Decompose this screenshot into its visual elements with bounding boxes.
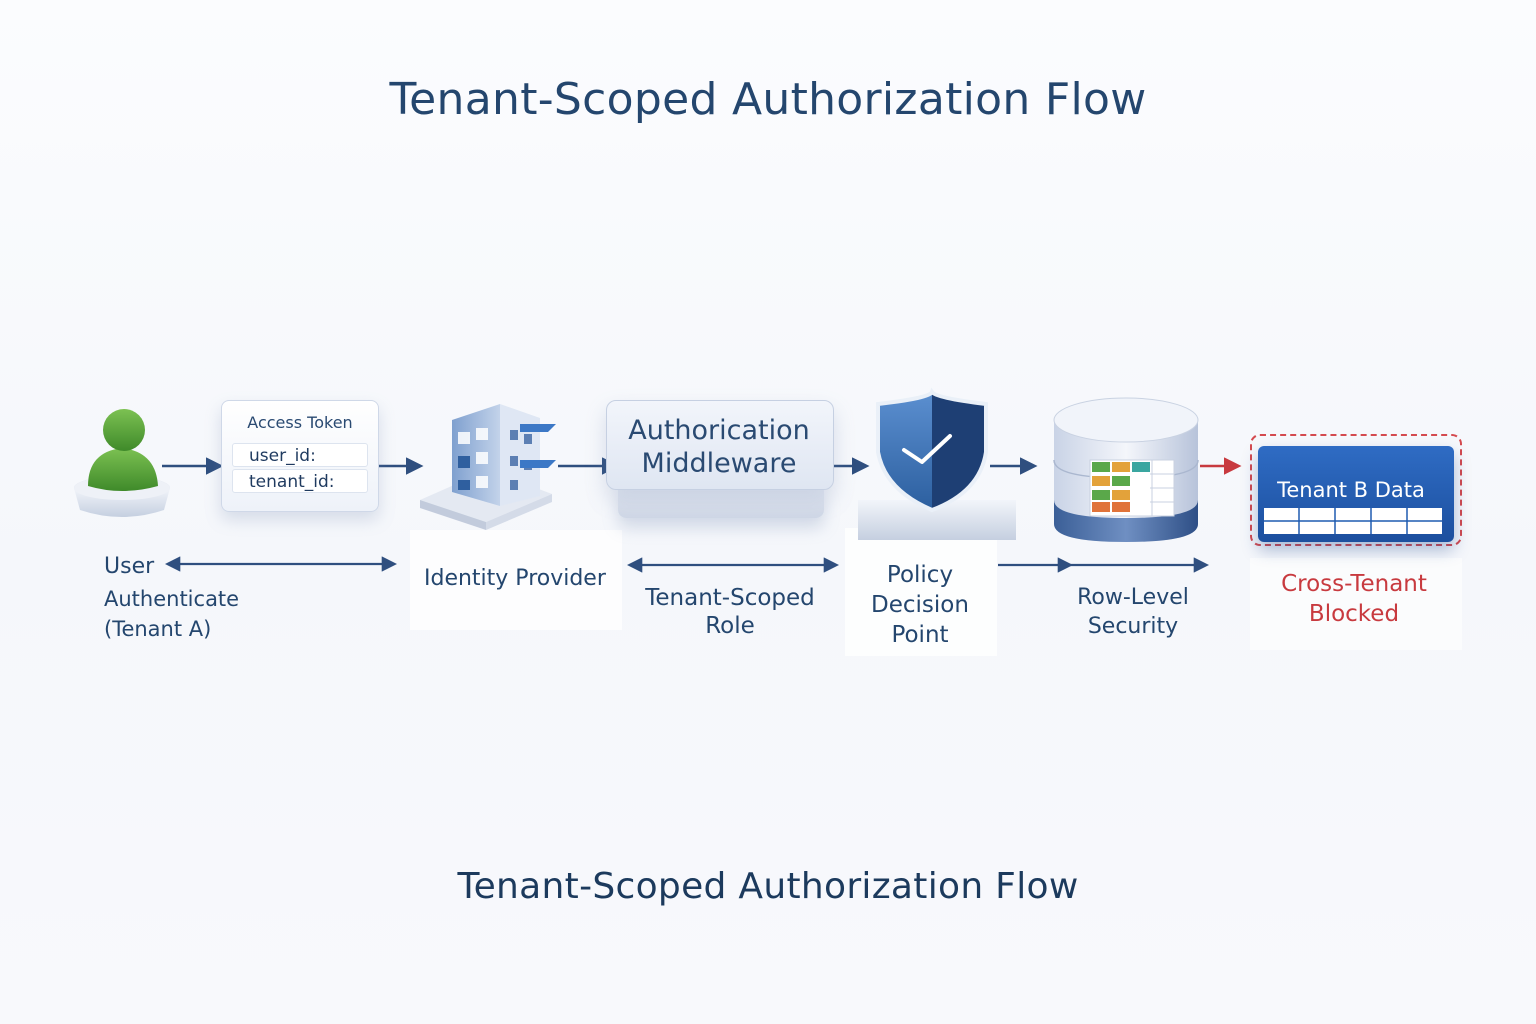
diagram-title: Tenant-Scoped Authorization Flow: [389, 74, 1147, 125]
grid-table-icon: [1089, 459, 1175, 517]
label-blocked-line-1: Cross-Tenant: [1281, 571, 1427, 597]
label-authenticate: Authenticate: [104, 587, 240, 611]
token-field-tenant-id: tenant_id:: [232, 469, 368, 493]
shield-icon: [858, 387, 1016, 540]
label-rls-line-1: Row-Level: [1077, 585, 1189, 610]
label-tenant-scoped-line-1: Tenant-Scoped: [645, 585, 815, 611]
label-row-level-security: Row-Level Security: [1058, 583, 1208, 641]
label-blocked-line-2: Blocked: [1308, 601, 1400, 627]
label-policy-decision-point: Policy Decision Point: [850, 560, 990, 650]
access-token-card: Access Token user_id: tenant_id:: [221, 400, 379, 512]
building-icon: [420, 404, 556, 530]
label-user: User: [104, 554, 155, 579]
access-token-title: Access Token: [247, 413, 353, 432]
token-field-user-id: user_id:: [232, 443, 368, 467]
middleware-line-2: Middleware: [641, 448, 797, 479]
user-icon: [74, 409, 170, 517]
middleware-line-1: Authorication: [628, 415, 810, 446]
label-cross-tenant-blocked: Cross-Tenant Blocked: [1254, 569, 1454, 629]
label-tenant-scoped-line-2: Role: [705, 613, 755, 639]
label-policy-line-1: Policy: [886, 562, 954, 588]
label-tenant-a: (Tenant A): [104, 617, 212, 641]
middleware-label: Authorication Middleware: [606, 414, 832, 480]
tenant-b-table-icon: [1264, 508, 1442, 534]
pdp-label-bg: [845, 528, 997, 656]
label-policy-line-3: Point: [891, 622, 949, 648]
label-policy-line-2: Decision: [871, 592, 969, 618]
blocked-label-bg: [1250, 558, 1462, 650]
database-icon: [1053, 397, 1199, 542]
label-identity-provider: Identity Provider: [424, 566, 606, 591]
tenant-b-title: Tenant B Data: [1277, 478, 1425, 502]
label-rls-line-2: Security: [1087, 614, 1179, 639]
label-tenant-scoped-role: Tenant-Scoped Role: [630, 584, 830, 640]
tenant-b-blocked-border: [1250, 434, 1462, 546]
tenant-b-data-box: [1258, 446, 1454, 542]
diagram-footer-title: Tenant-Scoped Authorization Flow: [457, 866, 1079, 907]
idp-label-bg: [410, 530, 622, 630]
middleware-base: [618, 486, 824, 518]
middleware-box: [606, 400, 834, 490]
